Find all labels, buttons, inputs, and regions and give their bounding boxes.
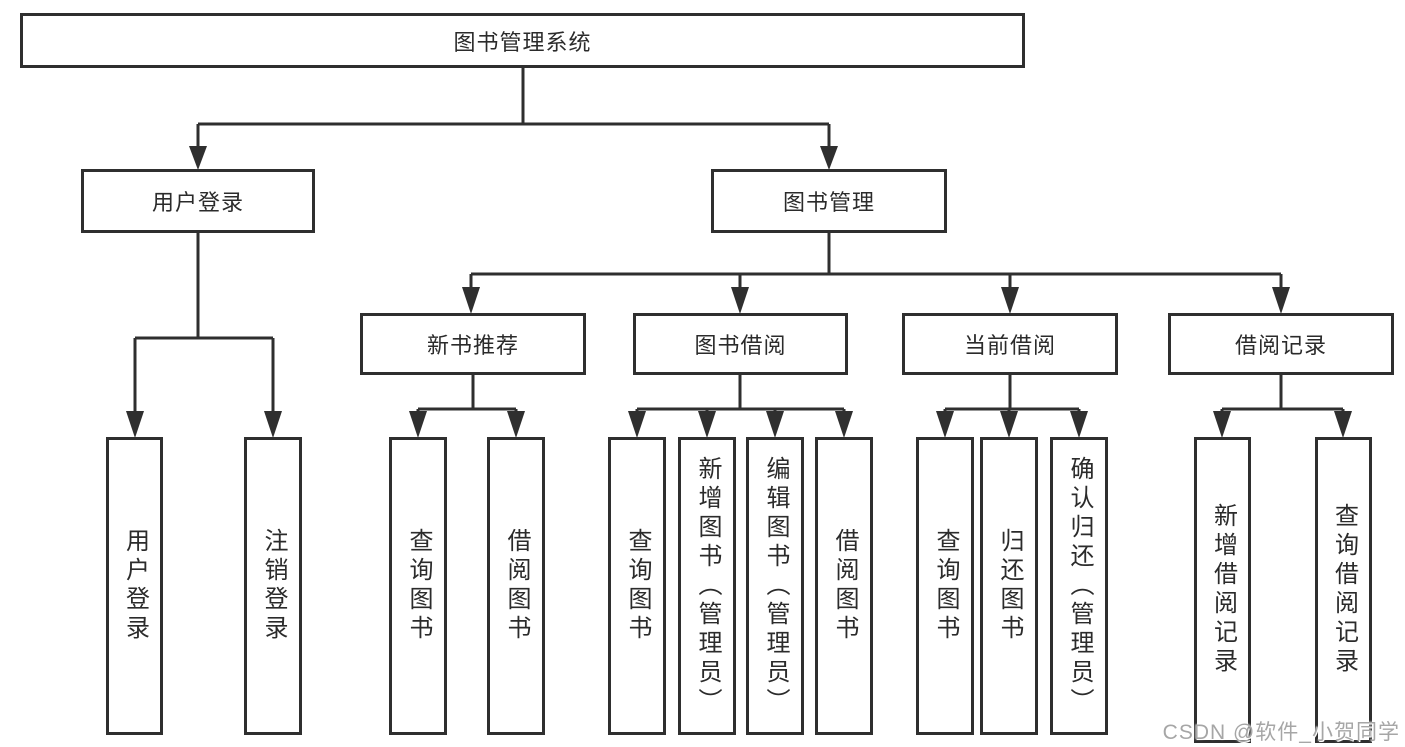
leaf-current-confirm-return-label: 确认归还（管理员）	[1066, 455, 1093, 717]
leaf-current-confirm-return: 确认归还（管理员）	[1050, 437, 1108, 735]
leaf-recommend-borrow-books: 借阅图书	[487, 437, 545, 735]
leaf-borrow-query-books-label: 查询图书	[624, 528, 651, 644]
node-book-borrow: 图书借阅	[633, 313, 848, 375]
leaf-current-return-books: 归还图书	[980, 437, 1038, 735]
connector-login-branch	[126, 232, 282, 438]
leaf-records-query-record: 查询借阅记录	[1315, 437, 1372, 743]
leaf-current-return-books-label: 归还图书	[996, 528, 1023, 644]
leaf-borrow-edit-books: 编辑图书（管理员）	[746, 437, 804, 735]
node-user-login: 用户登录	[81, 169, 315, 233]
leaf-records-query-record-label: 查询借阅记录	[1330, 503, 1358, 677]
leaf-user-login: 用户登录	[106, 437, 163, 735]
connector-current-branch	[936, 374, 1088, 438]
csdn-watermark: CSDN @软件_小贺同学	[1162, 721, 1400, 744]
leaf-borrow-borrow-books: 借阅图书	[815, 437, 873, 735]
node-root-label: 图书管理系统	[453, 29, 592, 55]
connector-recommend-branch	[409, 374, 525, 438]
leaf-logout: 注销登录	[244, 437, 302, 735]
leaf-borrow-edit-books-label: 编辑图书（管理员）	[762, 455, 789, 717]
leaf-records-add-record-label: 新增借阅记录	[1209, 503, 1237, 677]
leaf-borrow-add-books: 新增图书（管理员）	[678, 437, 736, 735]
connector-root-to-level2	[189, 67, 838, 170]
leaf-current-query-books-label: 查询图书	[932, 528, 959, 644]
leaf-borrow-add-books-label: 新增图书（管理员）	[694, 455, 721, 717]
node-root: 图书管理系统	[20, 13, 1025, 68]
leaf-user-login-label: 用户登录	[121, 528, 149, 644]
connector-borrow-branch	[628, 374, 853, 438]
leaf-recommend-query-books: 查询图书	[389, 437, 447, 735]
leaf-recommend-borrow-books-label: 借阅图书	[503, 528, 530, 644]
connector-mgmt-to-level3	[462, 232, 1290, 314]
leaf-logout-label: 注销登录	[260, 528, 287, 644]
connector-records-branch	[1213, 374, 1352, 438]
leaf-recommend-query-books-label: 查询图书	[405, 528, 432, 644]
node-current-borrow-label: 当前借阅	[963, 333, 1056, 358]
node-book-borrow-label: 图书借阅	[694, 333, 787, 358]
leaf-borrow-borrow-books-label: 借阅图书	[831, 528, 858, 644]
leaf-borrow-query-books: 查询图书	[608, 437, 666, 735]
node-user-login-label: 用户登录	[151, 190, 244, 215]
node-new-book-recommend: 新书推荐	[360, 313, 586, 375]
node-book-mgmt-label: 图书管理	[782, 190, 875, 215]
node-new-book-recommend-label: 新书推荐	[426, 333, 519, 358]
node-current-borrow: 当前借阅	[902, 313, 1118, 375]
node-borrow-records-label: 借阅记录	[1234, 333, 1327, 358]
node-borrow-records: 借阅记录	[1168, 313, 1394, 375]
leaf-records-add-record: 新增借阅记录	[1194, 437, 1251, 743]
leaf-current-query-books: 查询图书	[916, 437, 974, 735]
node-book-mgmt: 图书管理	[711, 169, 947, 233]
